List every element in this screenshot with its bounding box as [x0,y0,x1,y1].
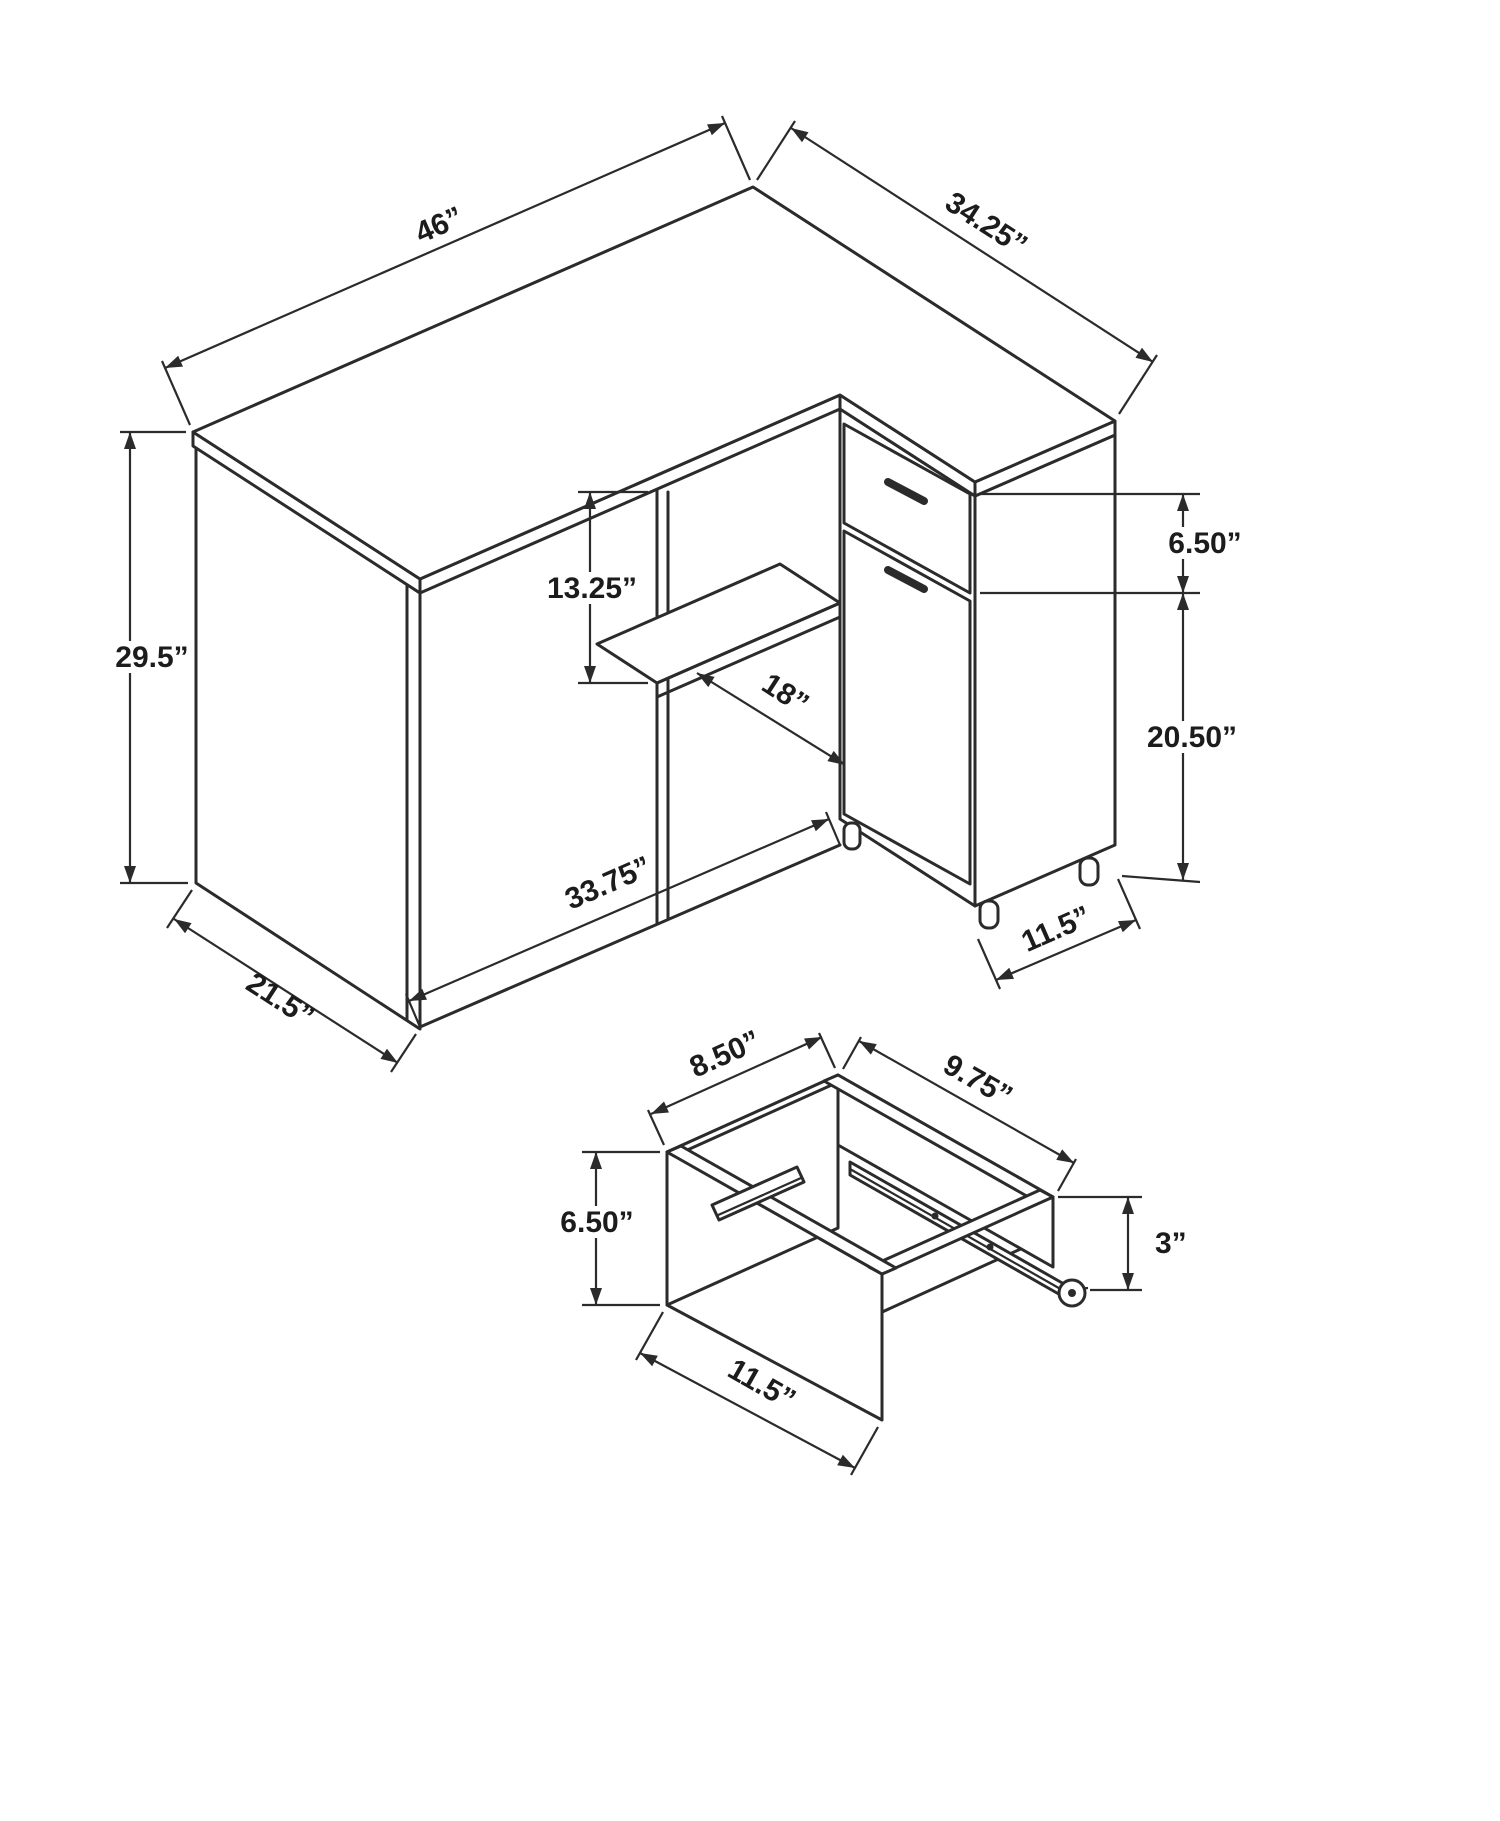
cabinet-foot-front [842,821,862,851]
cabinet-foot-right-back [1078,856,1100,887]
dim-shelf-depth: 18” [696,667,846,766]
drawer-front-label: 6.50” [1168,527,1241,560]
dim-drawer-front-height: 6.50” [552,1150,660,1307]
slide-rail-screw [931,1212,939,1220]
drawer-glide-height-label: 3” [1155,1227,1187,1260]
cabinet-door-handle [884,566,928,593]
drawer-inner-depth-label: 9.75” [938,1048,1018,1113]
cabinet-right-face [973,433,1117,908]
shelf-front-edge [655,601,842,685]
slide-roller-hub [1068,1289,1076,1297]
cabinet-drawer-front [842,422,972,595]
dim-drawer-glide-height: 3” [1058,1195,1187,1292]
cabinet-foot-right-front [978,899,1000,930]
dim-shelf-opening: 13.25” [543,490,648,685]
shelf-opening-label: 13.25” [547,572,637,605]
dim-front-span: 33.75” [404,811,842,1028]
drawer-rim-left [665,1144,898,1276]
slide-rail-screw-2 [986,1243,994,1251]
front-span-label: 33.75” [560,850,656,916]
desk-depth-label: 34.25” [939,186,1033,263]
drawer-inner-width-label: 8.50” [685,1024,765,1084]
desk-width-label: 46” [410,200,468,250]
dim-desk-height: 29.5” [110,430,194,885]
drawer-front-height-label: 6.50” [560,1206,633,1239]
dim-cabinet-door: 20.50” [1121,593,1248,884]
dim-drawer-front: 6.50” [980,492,1249,595]
cabinet-width-label: 11.5” [1017,900,1096,959]
shelf-front-thickness [655,615,842,699]
shelf-depth-label: 18” [756,667,815,721]
drawer-handle-shadow [715,1176,802,1218]
desk-height-label: 29.5” [115,641,188,674]
cabinet-drawer-handle [884,478,928,505]
cabinet-door-label: 20.50” [1147,721,1237,754]
panel-depth-label: 21.5” [240,966,320,1034]
desk-structure [191,185,1117,1031]
